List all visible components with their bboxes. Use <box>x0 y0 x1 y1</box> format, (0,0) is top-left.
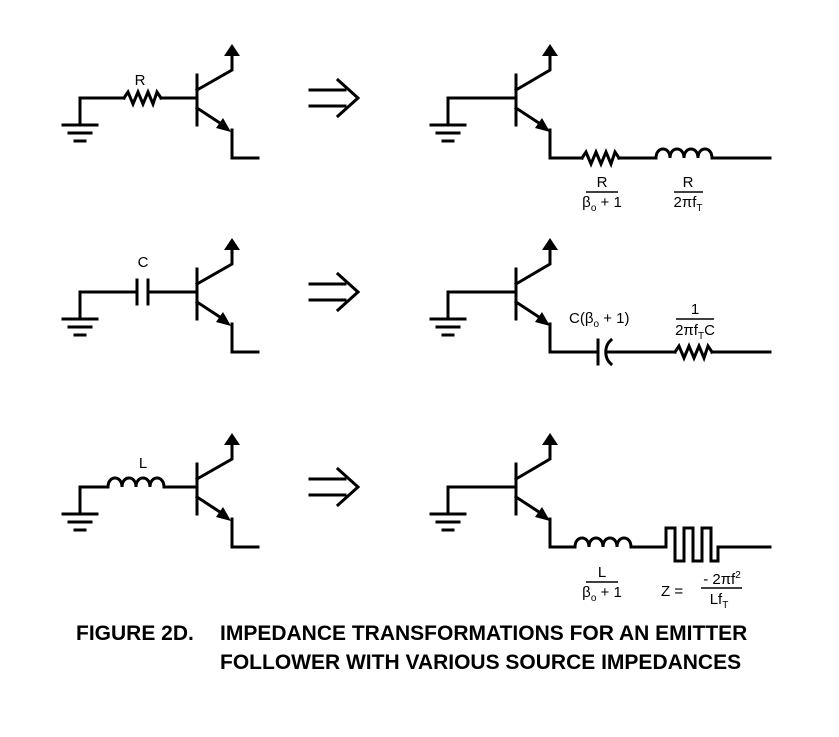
emitter-inductor <box>654 147 714 160</box>
figure-caption: FIGURE 2D. IMPEDANCE TRANSFORMATIONS FOR… <box>76 619 816 677</box>
emitter-capacitor <box>596 337 614 367</box>
collector-arrow <box>542 238 558 250</box>
right-circuit-capacitor: C(βo + 1) 1 2πfTC <box>429 238 772 367</box>
collector-arrow <box>224 238 240 250</box>
source-capacitor <box>135 278 150 306</box>
collector-arrow <box>224 44 240 56</box>
source-inductor <box>106 476 166 489</box>
source-label: C <box>138 254 149 271</box>
transistor <box>513 44 558 132</box>
inductor-value-label: L βo + 1 <box>582 564 622 604</box>
left-circuit-resistor: R <box>61 44 260 160</box>
label-denominator: βo + 1 <box>582 194 622 214</box>
capacitor-value-label: C(βo + 1) <box>569 310 629 330</box>
collector-arrow <box>542 44 558 56</box>
transistor <box>194 44 260 160</box>
collector-arrow <box>224 433 240 445</box>
figure-caption-text: IMPEDANCE TRANSFORMATIONS FOR AN EMITTER… <box>220 622 748 674</box>
ground-symbol <box>429 485 467 532</box>
label-denominator: 2πfTC <box>675 322 715 342</box>
right-circuit-inductor: L βo + 1 Z = - 2πf2 LfT <box>429 433 772 611</box>
collector-arrow <box>542 433 558 445</box>
left-circuit-inductor: L <box>61 433 260 549</box>
row-inductor-source: L <box>61 433 772 611</box>
emitter-wire <box>548 322 772 354</box>
label-text: C(βo + 1) <box>569 310 629 330</box>
label-prefix: Z = <box>661 583 687 600</box>
emitter-resistor <box>672 342 715 363</box>
label-numerator: 1 <box>691 301 699 318</box>
source-resistor <box>121 88 164 109</box>
emitter-arrow <box>535 312 550 326</box>
ground-symbol <box>429 96 467 143</box>
emitter-arrow <box>216 118 231 132</box>
transistor <box>513 238 558 326</box>
negative-resistance-element <box>664 526 725 563</box>
row-capacitor-source: C <box>61 238 772 367</box>
emitter-arrow <box>535 118 550 132</box>
emitter-arrow <box>535 507 550 521</box>
resistor-value-label: 1 2πfTC <box>675 301 715 342</box>
label-denominator: 2πfT <box>674 194 703 214</box>
label-numerator: R <box>597 174 608 191</box>
right-circuit-resistor: R βo + 1 R 2πfT <box>429 44 772 214</box>
impedance-value-label: Z = - 2πf2 LfT <box>661 570 742 611</box>
row-resistor-source: R <box>61 44 772 214</box>
source-label: R <box>135 72 146 89</box>
ground-symbol <box>61 96 99 143</box>
inductor-value-label: R 2πfT <box>674 174 703 214</box>
transistor <box>194 433 260 549</box>
emitter-inductor <box>573 536 633 549</box>
label-denominator: βo + 1 <box>582 584 622 604</box>
emitter-arrow <box>216 312 231 326</box>
left-circuit-capacitor: C <box>61 238 260 354</box>
emitter-resistor <box>579 148 622 169</box>
label-numerator: R <box>683 174 694 191</box>
label-numerator: L <box>598 564 606 581</box>
source-label: L <box>139 455 147 472</box>
transform-arrow <box>308 77 361 119</box>
label-numerator: - 2πf2 <box>703 570 741 588</box>
emitter-wire <box>548 517 772 549</box>
figure-label: FIGURE 2D. <box>76 622 194 645</box>
ground-symbol <box>61 485 99 532</box>
ground-symbol <box>429 290 467 337</box>
resistor-value-label: R βo + 1 <box>582 174 622 214</box>
emitter-wire <box>548 128 772 160</box>
transistor <box>513 433 558 521</box>
transistor <box>194 238 260 354</box>
transform-arrow <box>308 466 361 508</box>
emitter-arrow <box>216 507 231 521</box>
transform-arrow <box>308 271 361 313</box>
label-denominator: LfT <box>710 591 729 611</box>
ground-symbol <box>61 290 99 337</box>
